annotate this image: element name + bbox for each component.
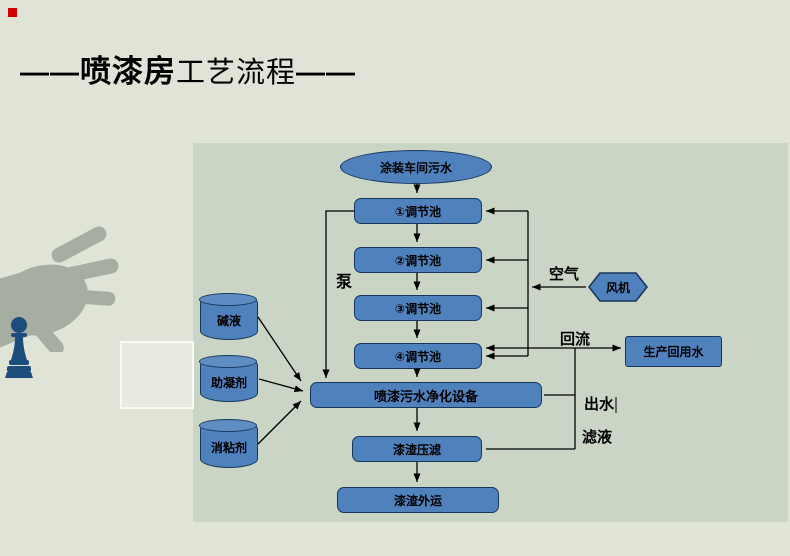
tank-coagulant-top <box>199 355 258 369</box>
chess-figure-icon <box>5 317 33 378</box>
node-purification-equipment: 喷漆污水净化设备 <box>310 382 542 408</box>
node-transport-out: 漆渣外运 <box>337 487 499 513</box>
node-pool-2: ②调节池 <box>354 247 482 273</box>
tank-detackifier-top <box>199 419 258 433</box>
label-effluent: 出水 <box>584 396 615 413</box>
label-reflux: 回流 <box>560 331 591 348</box>
tank-alkali-label: 碱液 <box>216 314 241 328</box>
node-pool-1: ①调节池 <box>354 198 482 224</box>
red-square-decoration <box>8 8 17 17</box>
node-pool-2-label: ②调节池 <box>394 253 442 268</box>
node-pool-4-label: ④调节池 <box>394 349 442 364</box>
label-filtrate: 滤液 <box>582 429 613 446</box>
node-pool-3: ③调节池 <box>354 295 482 321</box>
label-pump: 泵 <box>336 274 353 291</box>
white-outline-box <box>120 341 194 409</box>
page-title: ——喷漆房工艺流程—— <box>20 46 356 91</box>
node-source: 涂装车间污水 <box>340 150 492 184</box>
node-press-filter-label: 漆渣压滤 <box>392 442 441 457</box>
node-fan: 风机 <box>587 272 649 302</box>
tank-alkali: 碱液 <box>199 293 258 340</box>
title-dash-suffix: —— <box>296 57 357 89</box>
tank-detackifier: 消粘剂 <box>199 419 258 468</box>
tank-coagulant-label: 助凝剂 <box>210 376 247 390</box>
diagram-panel <box>193 143 788 522</box>
node-reuse-water-label: 生产回用水 <box>643 345 704 359</box>
fan-hexagon-shape <box>587 272 649 302</box>
node-pool-3-label: ③调节池 <box>394 301 442 316</box>
title-main: 喷漆房 <box>80 54 176 89</box>
node-transport-out-label: 漆渣外运 <box>393 493 442 508</box>
node-source-label: 涂装车间污水 <box>379 160 452 175</box>
node-purification-equipment-label: 喷漆污水净化设备 <box>373 388 478 404</box>
node-pool-1-label: ①调节池 <box>394 204 442 219</box>
node-reuse-water: 生产回用水 <box>625 336 722 367</box>
title-rest: 工艺流程 <box>176 57 297 89</box>
node-press-filter: 漆渣压滤 <box>352 436 482 462</box>
node-fan-label: 风机 <box>605 280 630 295</box>
tank-coagulant: 助凝剂 <box>199 355 258 402</box>
tank-alkali-top <box>199 293 258 307</box>
label-air: 空气 <box>549 266 580 283</box>
tank-detackifier-label: 消粘剂 <box>210 441 247 455</box>
node-pool-4: ④调节池 <box>354 343 482 369</box>
title-dash-prefix: —— <box>20 57 80 89</box>
